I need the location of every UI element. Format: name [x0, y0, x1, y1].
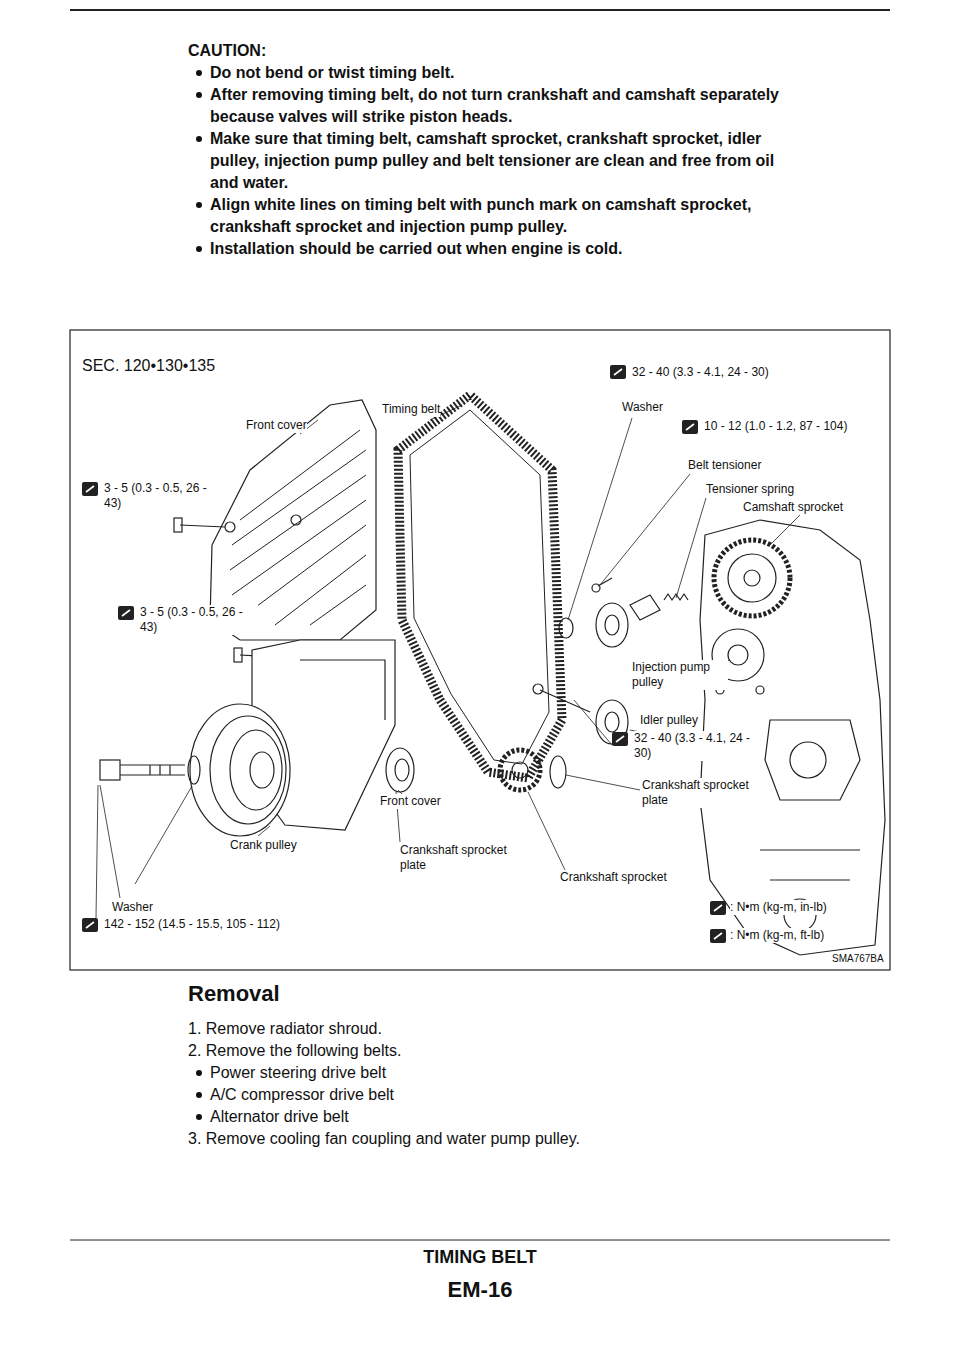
text: Align white lines on timing belt with pu…: [210, 196, 751, 235]
part-name: Washer: [622, 400, 663, 415]
torque-spec: 3 - 5 (0.3 - 0.5, 26 - 43): [104, 481, 222, 511]
part-name: Camshaft sprocket: [743, 500, 843, 515]
part-name: Timing belt: [382, 402, 440, 417]
text: CAUTION:: [188, 42, 266, 59]
part-name: Tensioner spring: [706, 482, 794, 497]
caution-item: Align white lines on timing belt with pu…: [188, 194, 788, 238]
bullet: [194, 1112, 204, 1122]
step-item: A/C compressor drive belt: [188, 1084, 788, 1106]
text: 2. Remove the following belts.: [188, 1042, 401, 1059]
part-name: Front cover: [246, 418, 307, 433]
step-item: Power steering drive belt: [188, 1062, 788, 1084]
text: After removing timing belt, do not turn …: [210, 86, 779, 125]
part-name: Crankshaft sprocket plate: [642, 778, 762, 808]
caution-heading: CAUTION:: [188, 40, 788, 62]
text: Power steering drive belt: [210, 1064, 386, 1081]
page-number: EM-16: [0, 1276, 960, 1304]
unit-legend: : N•m (kg-m, in-lb): [730, 900, 827, 915]
torque-spec: 10 - 12 (1.0 - 1.2, 87 - 104): [704, 419, 847, 434]
section-number: SEC. 120•130•135: [82, 356, 215, 376]
unit-legend: : N•m (kg-m, ft-lb): [730, 928, 824, 943]
text: Alternator drive belt: [210, 1108, 349, 1125]
part-name: Belt tensioner: [688, 458, 761, 473]
bullet: [194, 134, 204, 144]
text: A/C compressor drive belt: [210, 1086, 394, 1103]
figure-code: SMA767BA: [832, 953, 884, 966]
torque-spec: 142 - 152 (14.5 - 15.5, 105 - 112): [104, 917, 280, 932]
bullet: [194, 1068, 204, 1078]
text: 1. Remove radiator shroud.: [188, 1020, 382, 1037]
part-name: Washer: [112, 900, 153, 915]
step: 3. Remove cooling fan coupling and water…: [188, 1128, 788, 1150]
caution-item: Installation should be carried out when …: [188, 238, 788, 260]
text: Make sure that timing belt, camshaft spr…: [210, 130, 774, 191]
part-name: Idler pulley: [640, 713, 698, 728]
text: 3. Remove cooling fan coupling and water…: [188, 1130, 580, 1147]
step: 2. Remove the following belts.: [188, 1040, 788, 1062]
caution-item: Do not bend or twist timing belt.: [188, 62, 788, 84]
text: Removal: [188, 981, 280, 1006]
bullet: [194, 68, 204, 78]
bullet: [194, 244, 204, 254]
part-name: Crankshaft sprocket plate: [400, 843, 520, 873]
part-name: Crankshaft sprocket: [560, 870, 667, 885]
caution-block: CAUTION: Do not bend or twist timing belt…: [188, 40, 788, 260]
text: Do not bend or twist timing belt.: [210, 64, 454, 81]
torque-spec: 32 - 40 (3.3 - 4.1, 24 - 30): [632, 365, 769, 380]
torque-spec: 3 - 5 (0.3 - 0.5, 26 - 43): [140, 605, 258, 635]
part-name: Crank pulley: [230, 838, 297, 853]
caution-item: After removing timing belt, do not turn …: [188, 84, 788, 128]
torque-spec: 32 - 40 (3.3 - 4.1, 24 - 30): [634, 731, 754, 761]
step-item: Alternator drive belt: [188, 1106, 788, 1128]
text: Installation should be carried out when …: [210, 240, 623, 257]
part-name: Front cover: [380, 794, 441, 809]
section-heading: Removal: [188, 980, 788, 1008]
bullet: [194, 200, 204, 210]
bullet: [194, 90, 204, 100]
page-title: TIMING BELT: [0, 1246, 960, 1269]
caution-item: Make sure that timing belt, camshaft spr…: [188, 128, 788, 194]
part-name: Injection pump pulley: [632, 660, 728, 690]
removal-block: Removal 1. Remove radiator shroud. 2. Remo…: [188, 980, 788, 1150]
bullet: [194, 1090, 204, 1100]
step: 1. Remove radiator shroud.: [188, 1018, 788, 1040]
